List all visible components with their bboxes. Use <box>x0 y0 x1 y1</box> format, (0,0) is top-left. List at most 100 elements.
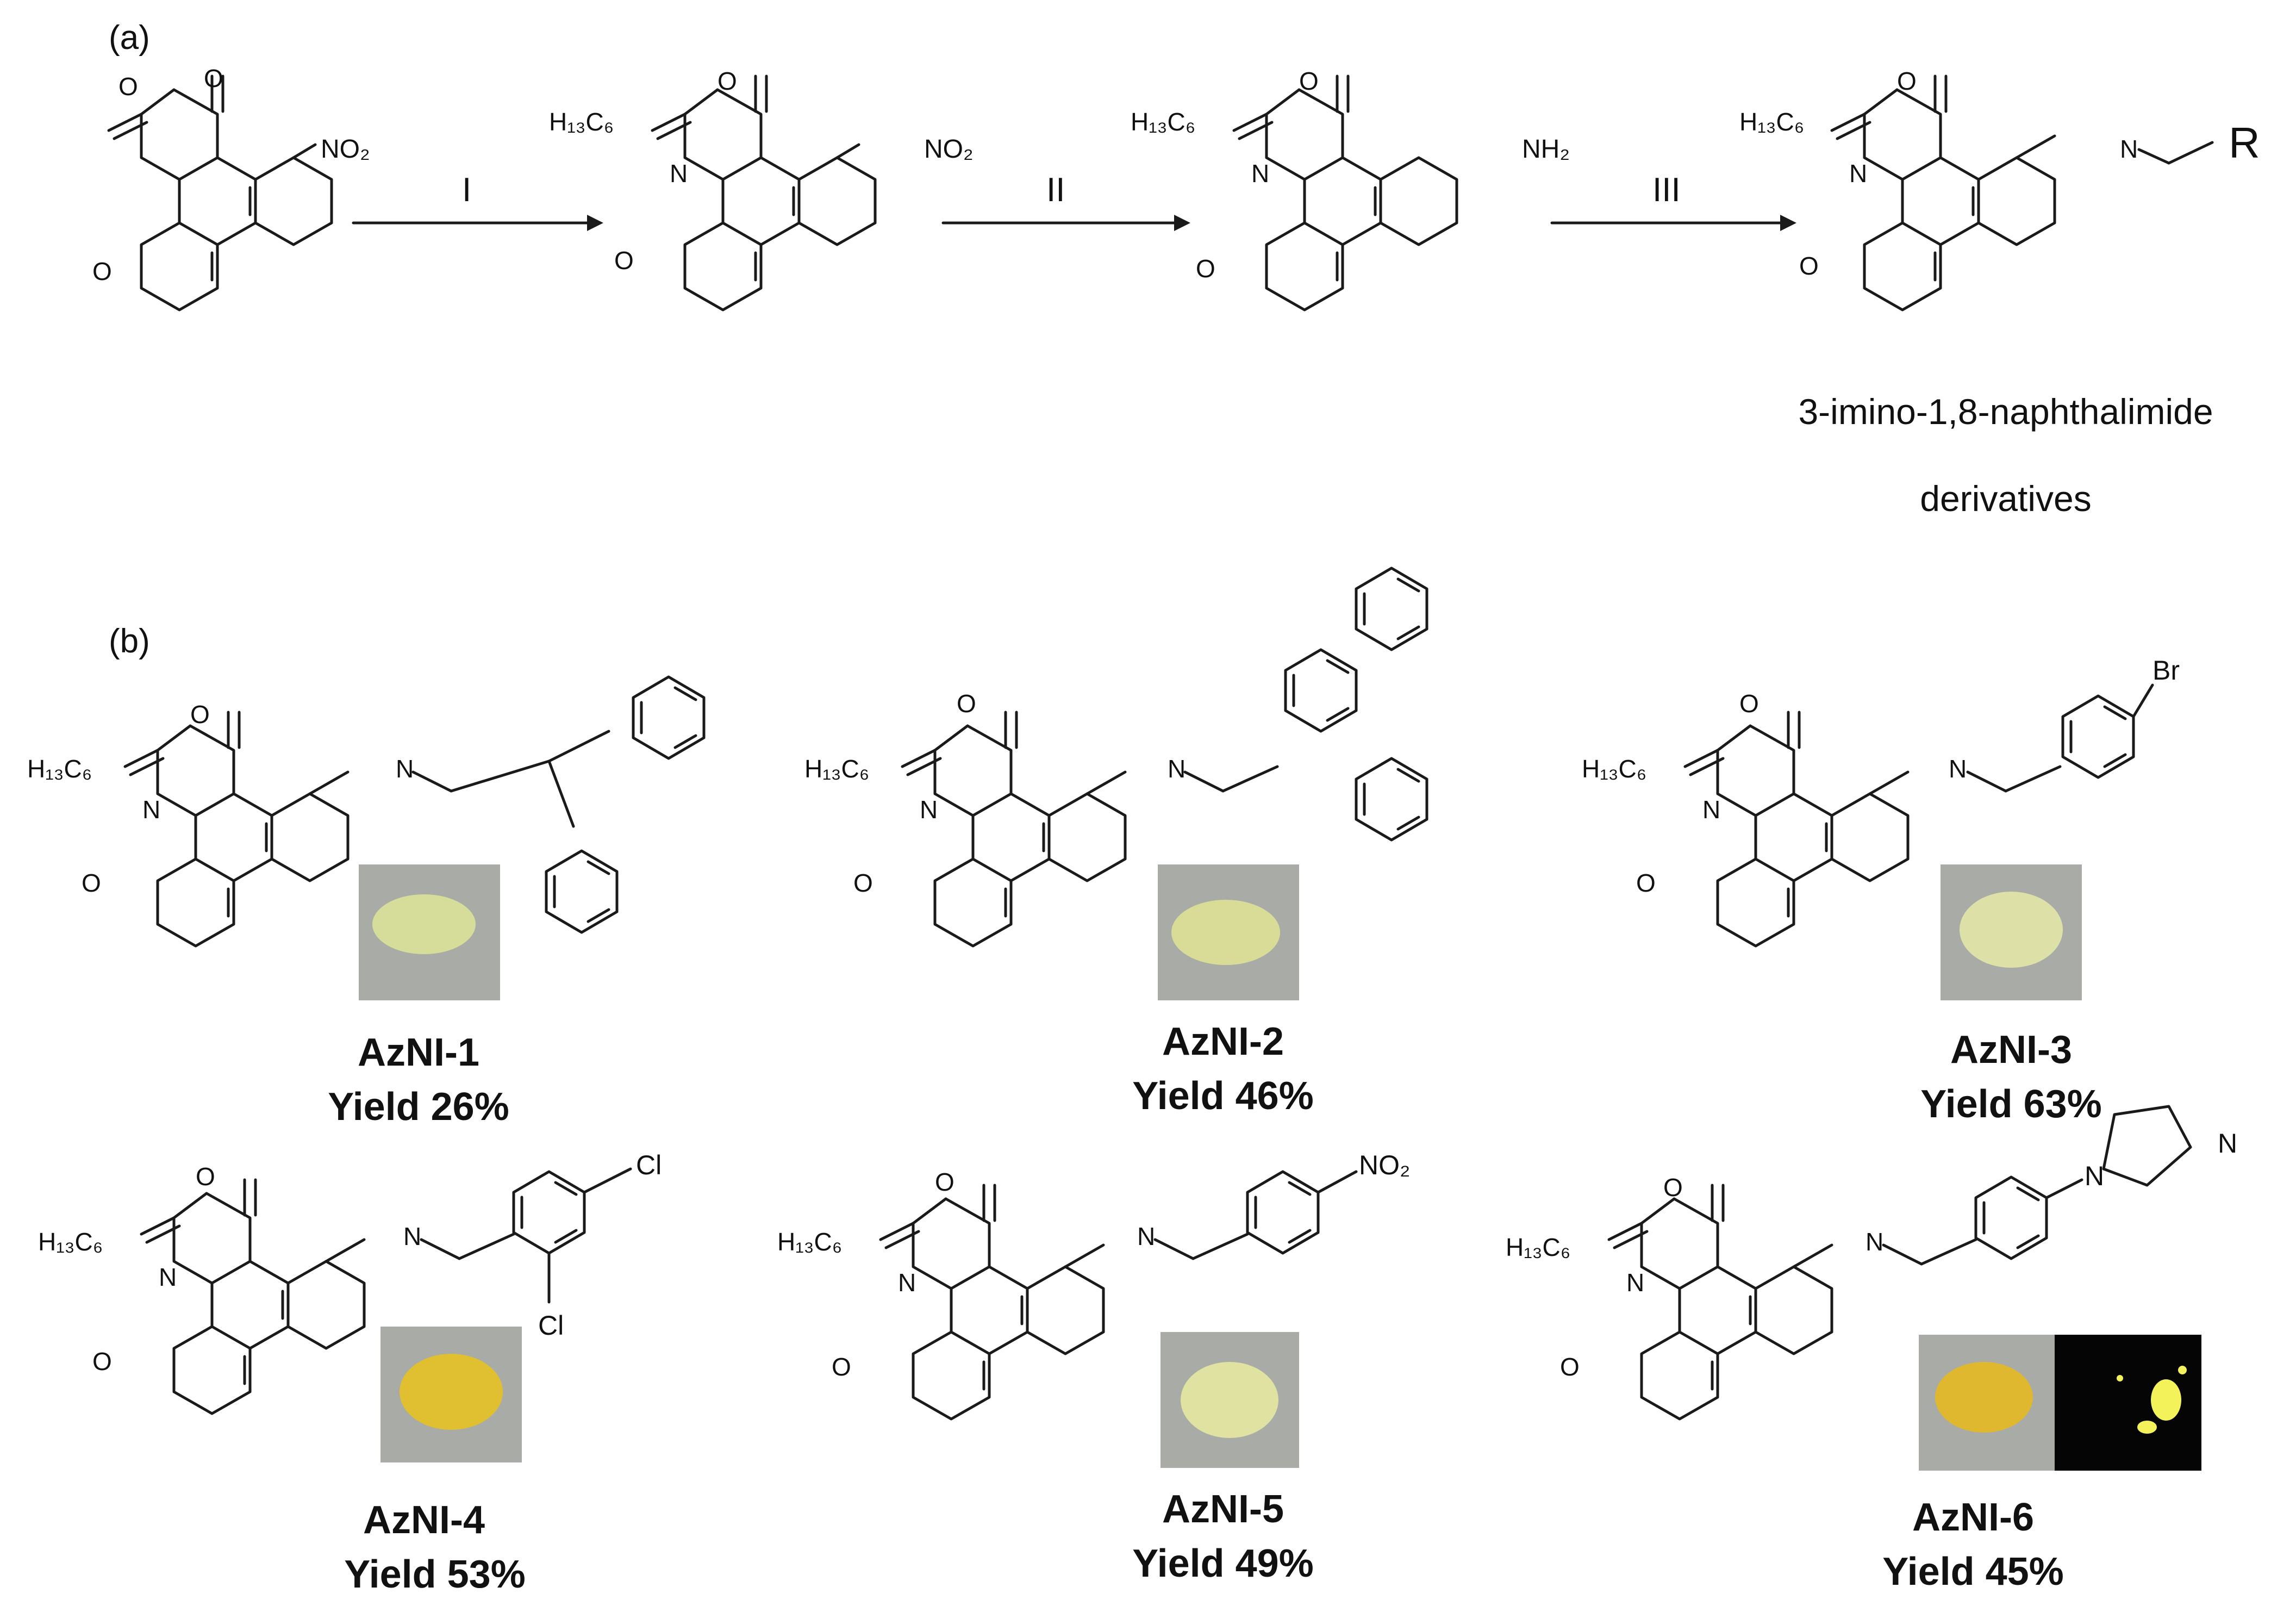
compound-yield: Yield 46% <box>1132 1074 1314 1118</box>
product-caption-line1: 3-imino-1,8-naphthalimide <box>1798 391 2213 432</box>
atom-nitrogen: N <box>1168 755 1186 783</box>
atom-oxygen: O <box>1897 67 1917 95</box>
atom-oxygen: O <box>935 1168 954 1196</box>
panel-a-label: (a) <box>109 19 150 57</box>
photo-azni-6 <box>1919 1335 2055 1471</box>
atom-hexyl: H₁₃C₆ <box>1739 108 1804 136</box>
product-imine: N R N H₁₃C₆ O O <box>1739 67 2260 310</box>
atom-oxygen: O <box>1299 67 1319 95</box>
atom-nitrogen: N <box>2120 135 2138 163</box>
atom-hexyl: H₁₃C₆ <box>27 755 92 783</box>
photo-azni-5 <box>1161 1332 1299 1468</box>
atom-nitrogen: N <box>403 1222 421 1250</box>
atom-nitrogen: N <box>1137 1222 1155 1250</box>
compound-yield: Yield 26% <box>328 1085 509 1129</box>
atom-nitrogen: N <box>1849 159 1867 188</box>
atom-bromine: Br <box>2152 655 2180 686</box>
compound-name: AzNI-4 <box>363 1498 485 1542</box>
step-label-3: III <box>1652 171 1681 209</box>
compound-yield: Yield 49% <box>1132 1542 1314 1585</box>
compound-yield: Yield 45% <box>1882 1550 2064 1594</box>
compound-azni-6: N H₁₃C₆ O O N N N <box>1506 1105 2237 1419</box>
product-caption-line2: derivatives <box>1920 478 2091 519</box>
atom-nitrogen: N <box>1866 1228 1883 1256</box>
arrow-head <box>587 215 603 231</box>
r-group: R <box>2229 119 2260 167</box>
step-label-2: II <box>1046 171 1065 209</box>
atom-oxygen: O <box>82 869 101 897</box>
arrow-head <box>1780 215 1796 231</box>
atom-oxygen: O <box>1663 1173 1683 1202</box>
atom-nitrogen: N <box>1626 1268 1644 1297</box>
atom-nitrogen: N <box>1702 795 1720 824</box>
atom-oxygen: O <box>204 64 223 92</box>
atom-chlorine: Cl <box>538 1310 564 1341</box>
intermediate-amino-imide: NH₂ N H₁₃C₆ O O <box>1131 67 1570 310</box>
powder-sample <box>1181 1362 1278 1438</box>
compound-name: AzNI-5 <box>1162 1487 1284 1531</box>
atom-oxygen: O <box>1560 1353 1580 1381</box>
atom-nitrogen: N <box>920 795 938 824</box>
atom-oxygen: O <box>190 700 210 729</box>
compound-name: AzNI-1 <box>358 1031 479 1074</box>
photo-azni-2 <box>1158 864 1299 1000</box>
atom-hexyl: H₁₃C₆ <box>804 755 869 783</box>
compound-azni-2: N H₁₃C₆ O O N <box>804 568 1427 946</box>
photo-azni-3 <box>1941 864 2082 1000</box>
compound-name: AzNI-2 <box>1162 1020 1284 1063</box>
powder-sample <box>1960 892 2063 968</box>
atom-nitrogen: N <box>1949 755 1967 783</box>
atom-oxygen: O <box>1799 252 1819 280</box>
atom-nitrogen: N <box>396 755 414 783</box>
arrow-head <box>1174 215 1190 231</box>
intermediate-nitro-imide: NO₂ N H₁₃C₆ O O <box>549 67 974 310</box>
compound-azni-4: N H₁₃C₆ O O N Cl Cl <box>38 1150 662 1414</box>
atom-nitrogen: N <box>159 1263 177 1291</box>
powder-sample <box>372 894 476 954</box>
atom-amine: NH₂ <box>1522 135 1570 164</box>
photo-azni-1 <box>359 864 500 1000</box>
atom-nitrogen: N <box>670 159 688 188</box>
atom-nitro: NO₂ <box>924 135 974 164</box>
atom-oxygen: O <box>832 1353 851 1381</box>
atom-nitrogen: N <box>2085 1161 2104 1191</box>
atom-oxygen: O <box>957 689 976 718</box>
reactant-nitro-anhydride: NO₂ O O O <box>92 64 370 310</box>
atom-chlorine: Cl <box>636 1150 662 1180</box>
atom-hexyl: H₁₃C₆ <box>549 108 614 136</box>
compound-azni-5: N H₁₃C₆ O O N NO₂ <box>777 1150 1410 1419</box>
atom-oxygen: O <box>118 72 138 101</box>
atom-oxygen: O <box>614 246 634 275</box>
atom-nitrogen: N <box>2218 1128 2237 1159</box>
atom-hexyl: H₁₃C₆ <box>38 1228 103 1256</box>
powder-sample <box>1171 900 1280 965</box>
atom-nitro: NO₂ <box>321 135 370 164</box>
compound-name: AzNI-3 <box>1950 1028 2072 1072</box>
atom-hexyl: H₁₃C₆ <box>1506 1233 1570 1261</box>
compound-yield: Yield 63% <box>1920 1082 2102 1126</box>
powder-sample <box>400 1354 503 1430</box>
photo-azni-4 <box>380 1327 522 1462</box>
atom-oxygen: O <box>92 1347 112 1376</box>
compound-azni-1: N H₁₃C₆ O O N <box>27 677 704 946</box>
compound-azni-3: N H₁₃C₆ O O N Br <box>1582 655 2180 946</box>
atom-oxygen: O <box>1636 869 1656 897</box>
compound-yield: Yield 53% <box>344 1553 526 1596</box>
atom-oxygen: O <box>196 1162 215 1191</box>
atom-oxygen: O <box>92 257 112 285</box>
atom-nitrogen: N <box>142 795 160 824</box>
atom-oxygen: O <box>1739 689 1759 718</box>
atom-nitrogen: N <box>1251 159 1269 188</box>
powder-sample <box>1935 1362 2033 1433</box>
atom-hexyl: H₁₃C₆ <box>1131 108 1195 136</box>
atom-hexyl: H₁₃C₆ <box>1582 755 1646 783</box>
atom-oxygen: O <box>718 67 737 95</box>
atom-nitrogen: N <box>898 1268 916 1297</box>
fluorescence-photo-azni-6 <box>2055 1335 2201 1471</box>
panel-b-label: (b) <box>109 623 150 660</box>
atom-oxygen: O <box>853 869 873 897</box>
atom-oxygen: O <box>1196 254 1215 283</box>
atom-nitro: NO₂ <box>1359 1150 1410 1180</box>
atom-hexyl: H₁₃C₆ <box>777 1228 842 1256</box>
